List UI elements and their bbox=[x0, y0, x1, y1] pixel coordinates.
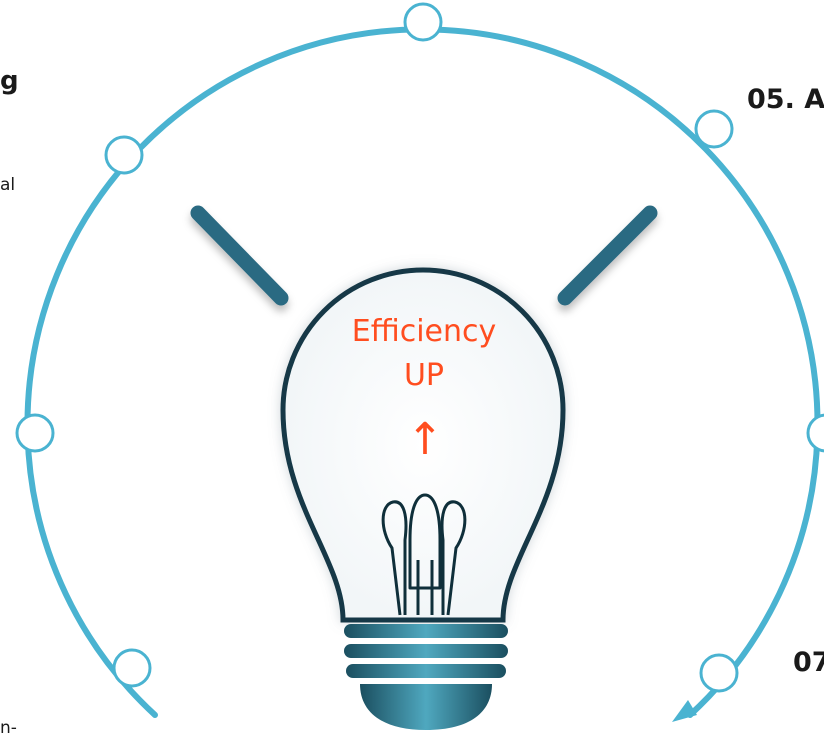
lightbulb-icon bbox=[280, 267, 566, 623]
circle-node-icon[interactable] bbox=[104, 135, 144, 175]
left-label-fragment: g bbox=[0, 66, 19, 96]
step-05-label: 05. A bbox=[747, 84, 824, 115]
bulb-base bbox=[344, 624, 508, 730]
dial-nodes bbox=[15, 2, 824, 693]
center-line-2: UP bbox=[403, 358, 445, 393]
ray-top-right bbox=[557, 205, 658, 306]
ray-top-left bbox=[190, 205, 289, 306]
center-line-1: Efficiency bbox=[351, 314, 497, 349]
light-rays bbox=[113, 108, 736, 443]
circle-node-icon[interactable] bbox=[403, 2, 443, 42]
left-desc-fragment: al bbox=[0, 175, 16, 195]
circle-node-icon[interactable] bbox=[112, 648, 152, 688]
filament bbox=[381, 493, 467, 616]
step-07-label: 07 bbox=[793, 647, 824, 678]
up-arrow-icon: ↑ bbox=[406, 414, 444, 465]
arrow-down-left-icon bbox=[672, 700, 697, 722]
center-label: Efficiency UP bbox=[314, 310, 534, 398]
bottom-left-fragment: n- bbox=[0, 718, 17, 738]
circle-node-icon[interactable] bbox=[694, 109, 734, 149]
circle-node-icon[interactable] bbox=[15, 413, 55, 453]
circle-node-icon[interactable] bbox=[806, 413, 824, 453]
circle-node-icon[interactable] bbox=[699, 653, 739, 693]
